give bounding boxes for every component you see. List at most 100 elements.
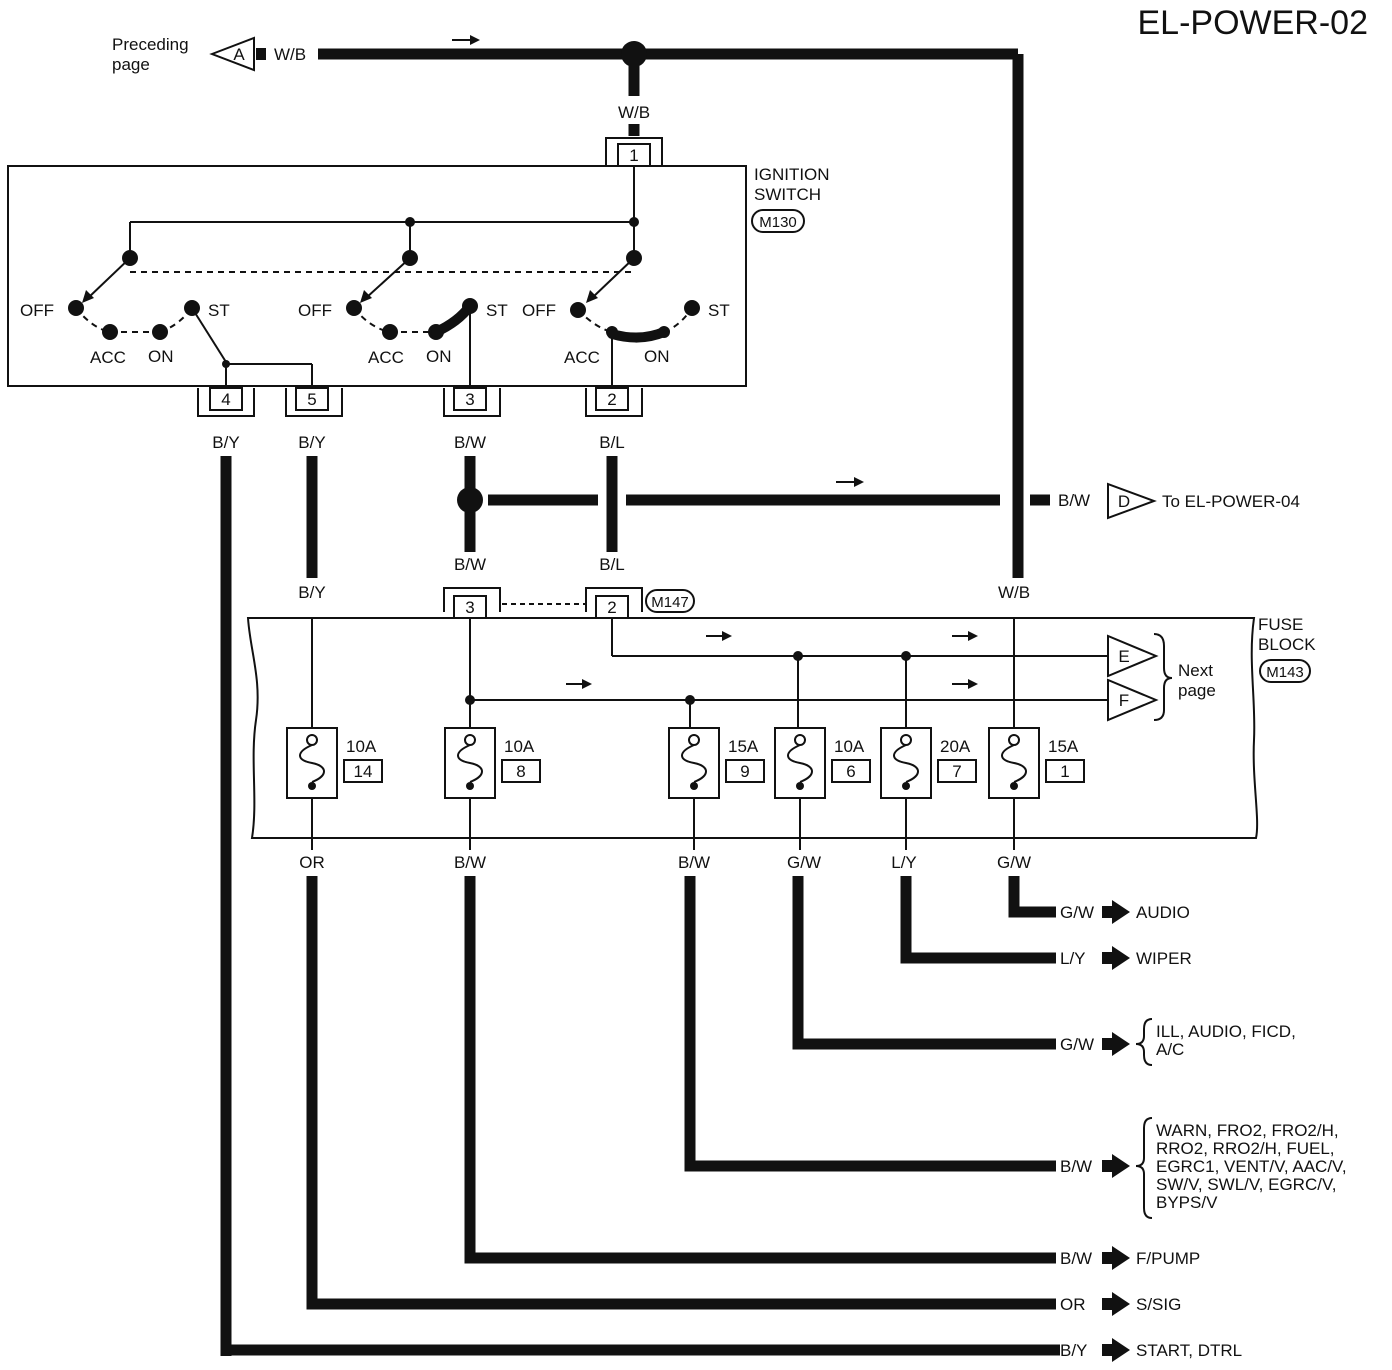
fuse-terminal-bottom xyxy=(796,782,804,790)
output-wire-label: B/W xyxy=(1060,1249,1092,1268)
output-destination: A/C xyxy=(1156,1040,1184,1059)
wire-label-by-5: B/Y xyxy=(298,433,325,452)
output-destination: WIPER xyxy=(1136,949,1192,968)
switch-section-1: OFF ACC ON ST xyxy=(20,250,313,388)
svg-text:4: 4 xyxy=(221,390,230,409)
svg-text:2: 2 xyxy=(607,390,616,409)
switch-pin-2: 2 xyxy=(585,387,643,417)
fuse-number-box xyxy=(343,759,383,783)
switch-pin-4: 4 xyxy=(197,387,255,417)
next-page-label-line2: page xyxy=(1178,681,1216,700)
fuse-block-name-line2: BLOCK xyxy=(1258,635,1316,654)
connector-a-terminal xyxy=(256,48,266,60)
fuse-amperage: 15A xyxy=(1048,737,1079,756)
output-arrow-head xyxy=(1112,946,1130,970)
output-arrow-shaft xyxy=(1102,952,1114,964)
output-brace xyxy=(1135,1018,1153,1066)
splice-bw xyxy=(457,487,483,513)
fuse-out-label-8: B/W xyxy=(454,853,486,872)
connector-a[interactable]: A xyxy=(209,36,255,72)
to-el-power-04-label: To EL-POWER-04 xyxy=(1162,492,1300,511)
wire-bw-fpump xyxy=(464,876,1056,1264)
switch-input-wire-label: W/B xyxy=(618,103,650,122)
ignition-switch-box xyxy=(7,165,747,387)
fuse-element xyxy=(299,744,325,783)
svg-text:ON: ON xyxy=(644,347,670,366)
output-destination: F/PUMP xyxy=(1136,1249,1200,1268)
wire-gw-ill xyxy=(792,876,1056,1050)
svg-text:ACC: ACC xyxy=(368,348,404,367)
output-destination: S/SIG xyxy=(1136,1295,1181,1314)
svg-text:3: 3 xyxy=(465,390,474,409)
svg-text:ON: ON xyxy=(426,347,452,366)
fuse-element xyxy=(787,744,813,783)
fuse-number: 6 xyxy=(846,762,855,781)
connector-pin-1: 1 xyxy=(605,137,663,167)
fuse-number: 14 xyxy=(354,762,373,781)
junction-pin-2: 2 xyxy=(585,587,643,619)
output-4: B/W F/PUMP xyxy=(1060,1246,1200,1270)
fuse-terminal-top xyxy=(306,734,318,746)
ignition-switch-name-line2: SWITCH xyxy=(754,185,821,204)
output-destination: WARN, FRO2, FRO2/H, xyxy=(1156,1121,1339,1140)
svg-text:OFF: OFF xyxy=(20,301,54,320)
fuse-amperage: 15A xyxy=(728,737,759,756)
fuse-terminal-top xyxy=(688,734,700,746)
svg-text:3: 3 xyxy=(465,598,474,617)
fuse-block-connector-id: M143 xyxy=(1259,659,1311,683)
fuse-out-label-7: L/Y xyxy=(891,853,917,872)
wire-label-by-upper: B/Y xyxy=(298,583,325,602)
connector-e[interactable]: E xyxy=(1107,634,1159,678)
svg-text:ST: ST xyxy=(708,301,730,320)
wire-label-bw-3: B/W xyxy=(454,433,486,452)
wire-label-by-4: B/Y xyxy=(212,433,239,452)
output-arrow-head xyxy=(1112,1292,1130,1316)
output-destination: EGRC1, VENT/V, AAC/V, xyxy=(1156,1157,1347,1176)
output-destination: RRO2, RRO2/H, FUEL, xyxy=(1156,1139,1335,1158)
switch-section-3: OFF ACC ON ST xyxy=(522,250,730,388)
svg-text:E: E xyxy=(1118,647,1129,666)
connector-a-label: A xyxy=(233,45,245,64)
connector-f[interactable]: F xyxy=(1107,678,1159,722)
output-arrow-shaft xyxy=(1102,1252,1114,1264)
fuse-number-box xyxy=(725,759,765,783)
fuse-element xyxy=(893,744,919,783)
fuse-element xyxy=(457,744,483,783)
output-wire-label: OR xyxy=(1060,1295,1086,1314)
connector-a-triangle xyxy=(209,36,255,72)
next-page-label-line1: Next xyxy=(1178,661,1213,680)
svg-text:5: 5 xyxy=(307,390,316,409)
ignition-switch-name-line1: IGNITION xyxy=(754,165,830,184)
output-destination: BYPS/V xyxy=(1156,1193,1218,1212)
ignition-switch-connector-id: M130 xyxy=(751,209,805,233)
output-arrow-head xyxy=(1112,1032,1130,1056)
output-wire-label: B/Y xyxy=(1060,1341,1087,1360)
to-d-wire-label: B/W xyxy=(1058,491,1090,510)
output-arrow-shaft xyxy=(1102,1038,1114,1050)
junction-connector-id: M147 xyxy=(645,589,695,613)
wire-label-bw-lower: B/W xyxy=(454,555,486,574)
output-brace xyxy=(1135,1117,1153,1219)
output-wire-label: L/Y xyxy=(1060,949,1086,968)
connector-d[interactable]: D xyxy=(1107,482,1157,520)
switch-pin-3: 3 xyxy=(443,387,501,417)
output-arrow-head xyxy=(1112,900,1130,924)
svg-text:F: F xyxy=(1119,691,1129,710)
fuse-terminal-top xyxy=(464,734,476,746)
fuse-terminal-top xyxy=(794,734,806,746)
fuse-number-box xyxy=(937,759,977,783)
svg-text:OFF: OFF xyxy=(298,301,332,320)
output-destination: SW/V, SWL/V, EGRC/V, xyxy=(1156,1175,1336,1194)
fuse-amperage: 10A xyxy=(346,737,377,756)
wire-ly-wiper xyxy=(900,876,1056,964)
output-arrow-head xyxy=(1112,1154,1130,1178)
output-arrow-shaft xyxy=(1102,1298,1114,1310)
